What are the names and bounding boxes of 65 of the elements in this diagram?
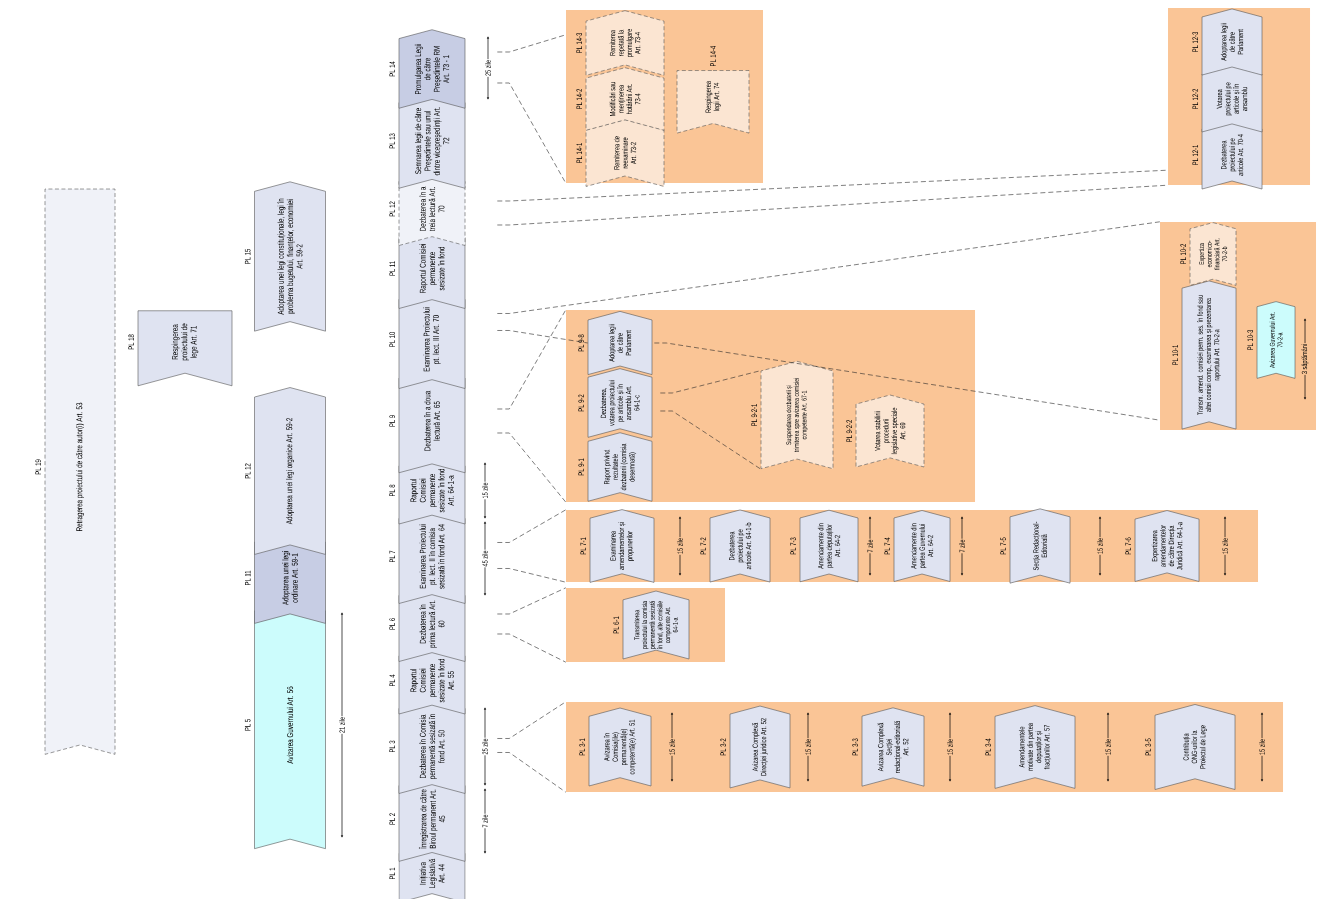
step-label: PL 10-2	[1180, 243, 1186, 264]
step-label: PL 10-1	[1172, 344, 1178, 365]
step-label: PL 3-3	[852, 738, 858, 756]
step-label: PL 9-2-1	[751, 403, 757, 426]
dashed-connector	[497, 184, 1169, 226]
step-label: PL 1	[389, 867, 395, 880]
dashed-connector	[497, 587, 567, 615]
step-label: PL 7-2	[700, 537, 706, 555]
step-label: PL 6	[389, 618, 395, 630]
dashed-connector	[497, 330, 588, 344]
dashed-connector	[497, 169, 1169, 202]
step-label: PL 18	[128, 334, 134, 350]
step-label: PL 3	[389, 740, 395, 753]
dashed-connector	[497, 568, 567, 583]
step-label: PL 3-2	[720, 738, 726, 756]
step-label: PL 14-2	[576, 88, 582, 109]
step-label: PL 3-5	[1145, 738, 1151, 756]
step-label: PL 7-6	[1125, 537, 1131, 555]
step-label: PL 9-1	[578, 458, 584, 476]
step-label: PL 5	[244, 719, 251, 731]
dashed-connector	[497, 82, 567, 184]
dashed-connector	[497, 633, 567, 663]
dashed-connector	[660, 370, 761, 394]
step-label: PL 3-1	[579, 738, 585, 756]
dashed-connector	[497, 509, 567, 543]
dashed-connector	[497, 34, 567, 53]
dashed-connector	[497, 432, 567, 503]
step-label: PL 9	[389, 415, 395, 427]
step-label: PL 8	[389, 484, 395, 497]
step-label: PL 7-1	[580, 537, 586, 555]
step-label: PL 6-1	[613, 616, 619, 634]
step-label: PL 9-8	[578, 334, 584, 352]
dashed-connector	[654, 342, 1161, 421]
step-label: PL 7-4	[884, 537, 890, 555]
step-label: PL 10-3	[1247, 329, 1253, 350]
step-label: PL 11	[245, 570, 251, 586]
step-label: PL 2	[389, 813, 395, 825]
step-label: PL 4	[389, 674, 395, 687]
step-label: PL 9-2-2	[846, 419, 852, 442]
step-box: Retragerea proiectului de către autor(i) Art. 53	[44, 188, 116, 755]
step-label: PL 3-4	[985, 738, 991, 756]
step-label: PL 14	[389, 61, 395, 77]
dashed-connector	[497, 701, 567, 739]
step-label: PL 15	[244, 249, 251, 264]
step-label: PL 12-2	[1192, 88, 1198, 109]
step-label: PL 14-1	[576, 142, 582, 163]
step-label: PL 12-3	[1192, 31, 1198, 52]
step-label: PL 14-4	[710, 45, 716, 67]
step-label: PL 12	[389, 201, 395, 217]
step-label: PL 7-3	[790, 537, 796, 555]
dashed-connector	[497, 752, 567, 793]
dashed-connector	[497, 309, 567, 410]
step-label: PL 10	[389, 332, 395, 347]
step-label: PL 12-1	[1192, 144, 1198, 165]
step-label: PL 7	[389, 550, 395, 563]
step-label: PL 13	[389, 133, 395, 149]
step-label: PL 9-2	[578, 394, 584, 412]
step-label: PL 14-3	[576, 32, 582, 53]
step-label: PL 11	[389, 261, 395, 276]
step-box: Respingerea proiectului de lege Art. 71	[137, 310, 233, 387]
step-label: PL 19	[35, 459, 41, 475]
dashed-connector	[660, 410, 761, 470]
step-box: Adoptarea unei legi constituționale, legi în problema bugetului, finanțelor, economiei Art. 59-2	[254, 181, 326, 332]
step-label: PL 12	[244, 463, 251, 479]
step-label: PL 7-5	[1000, 537, 1006, 555]
